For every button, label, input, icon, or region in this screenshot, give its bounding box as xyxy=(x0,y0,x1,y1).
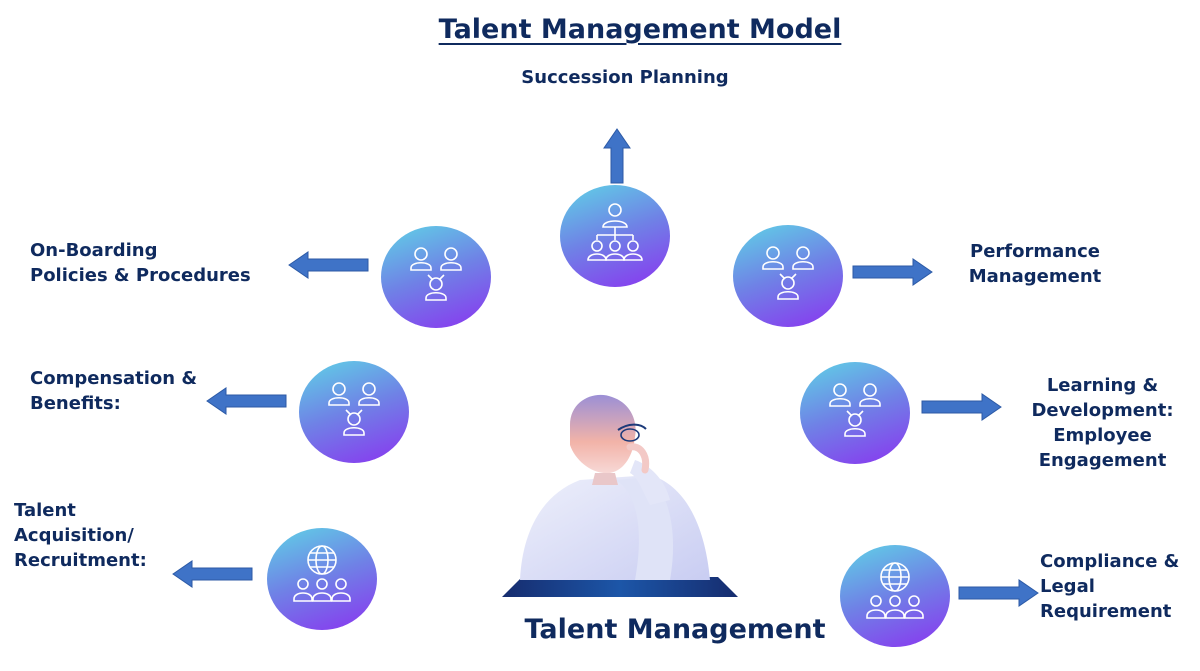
node-succession-planning xyxy=(560,185,670,287)
globe-team-icon xyxy=(866,562,924,619)
node-compensation-benefits xyxy=(299,361,409,463)
page-title: Talent Management Model xyxy=(438,14,842,45)
arrow-left-acquisition xyxy=(172,560,253,588)
center-label-talent-management: Talent Management xyxy=(524,614,826,645)
team-icon xyxy=(410,247,462,301)
label-performance-management: Performance Management xyxy=(968,241,1102,287)
org-chart-icon xyxy=(587,203,643,261)
arrow-left-compensation xyxy=(206,387,287,415)
node-learning-development xyxy=(800,362,910,464)
arrow-right-compliance xyxy=(958,579,1039,607)
label-talent-acquisition: Talent Acquisition/ Recruitment: xyxy=(14,500,147,571)
node-talent-acquisition xyxy=(267,528,377,630)
arrow-right-performance xyxy=(852,258,933,286)
globe-team-icon xyxy=(293,545,351,602)
team-icon xyxy=(829,383,881,437)
label-compliance-legal: Compliance & Legal Requirement xyxy=(1040,551,1180,622)
team-icon xyxy=(762,246,814,300)
arrow-left-onboarding xyxy=(288,251,369,279)
arrow-right-learning xyxy=(921,393,1002,421)
team-icon xyxy=(328,382,380,436)
arrow-up-succession xyxy=(603,128,631,184)
label-learning-development: Learning & Development: Employee Engagem… xyxy=(1031,375,1174,471)
label-onboarding: On-Boarding Policies & Procedures xyxy=(30,240,251,286)
node-onboarding xyxy=(381,226,491,328)
label-succession-planning: Succession Planning xyxy=(521,67,729,88)
node-performance-management xyxy=(733,225,843,327)
thinking-person-illustration xyxy=(502,394,738,597)
label-compensation-benefits: Compensation & Benefits: xyxy=(30,368,198,414)
node-compliance-legal xyxy=(840,545,950,647)
